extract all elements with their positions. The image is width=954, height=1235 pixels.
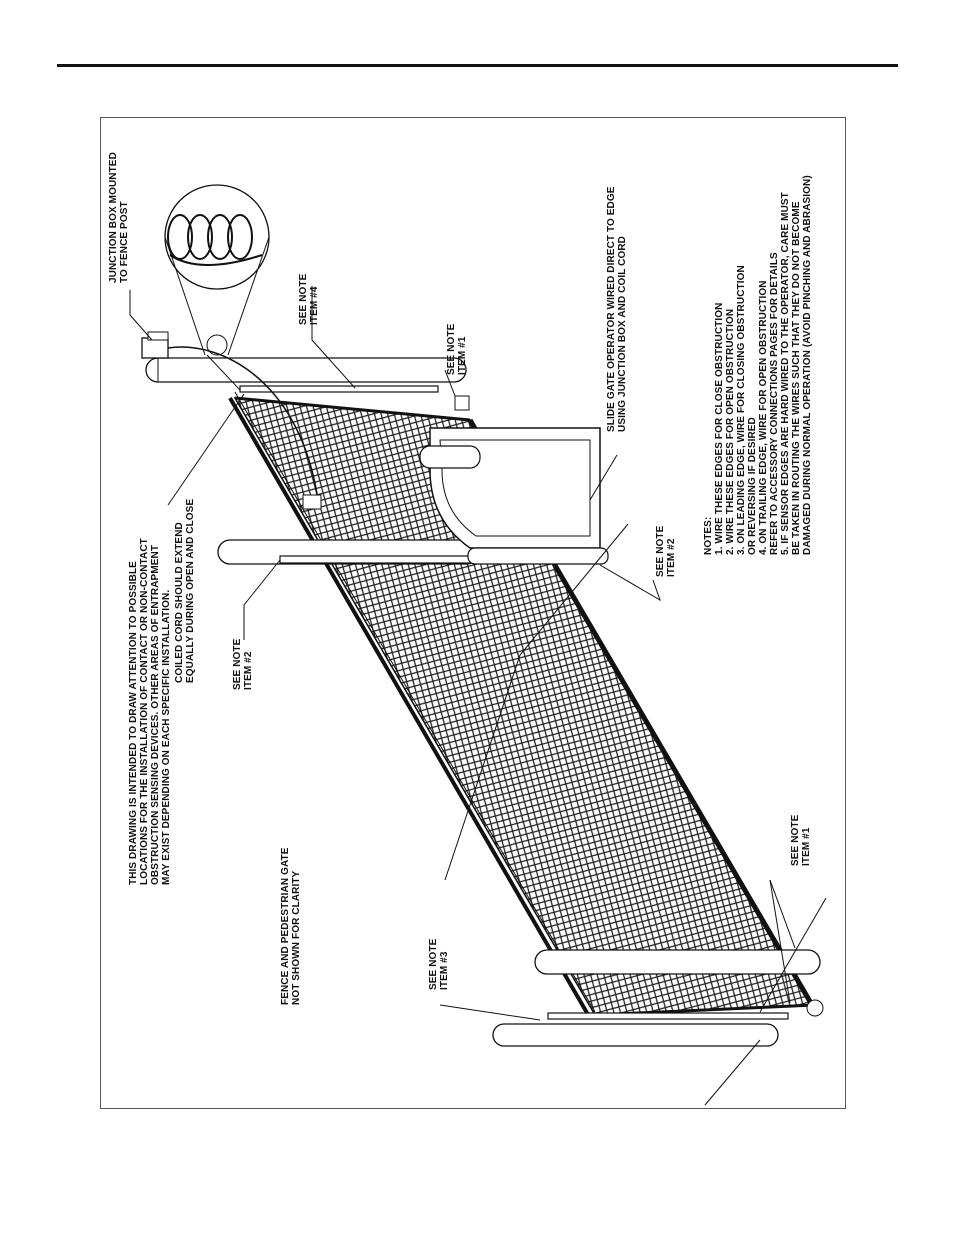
gate-trailing-edge — [234, 396, 471, 422]
callout-item-1-bottom: SEE NOTE ITEM #1 — [790, 814, 812, 866]
fence-not-shown-note: FENCE AND PEDESTRIAN GATE NOT SHOWN FOR … — [280, 847, 302, 1005]
callout-item-3: SEE NOTE ITEM #3 — [428, 938, 450, 990]
fence-post-bottom-1 — [534, 949, 821, 975]
callout-item-2-right: SEE NOTE ITEM #2 — [655, 525, 677, 577]
junction-box-label: JUNCTION BOX MOUNTED TO FENCE POST — [108, 152, 130, 283]
notes-block: NOTES: 1. WIRE THESE EDGES FOR CLOSE OBS… — [703, 175, 813, 555]
leader-lines — [129, 286, 827, 1106]
disclaimer-text: THIS DRAWING IS INTENDED TO DRAW ATTENTI… — [128, 538, 172, 885]
top-rule — [57, 64, 898, 67]
drawing-frame — [100, 117, 846, 1109]
callout-item-4: SEE NOTE ITEM #4 — [298, 273, 320, 325]
slide-gate-operator — [419, 427, 609, 565]
coiled-cord-label: COILED CORD SHOULD EXTEND EQUALLY DURING… — [174, 498, 196, 683]
junction-box — [141, 331, 169, 359]
coil-cord-detail — [164, 184, 270, 356]
gate-top-rail — [228, 396, 592, 1020]
coil-cord — [167, 346, 319, 501]
operator-label: SLIDE GATE OPERATOR WIRED DIRECT TO EDGE… — [606, 186, 628, 433]
callout-item-1-top: SEE NOTE ITEM #1 — [446, 323, 468, 375]
fence-post-top — [145, 357, 467, 383]
fence-post-bottom-2 — [492, 1023, 779, 1047]
callout-item-2-left: SEE NOTE ITEM #2 — [232, 638, 254, 690]
